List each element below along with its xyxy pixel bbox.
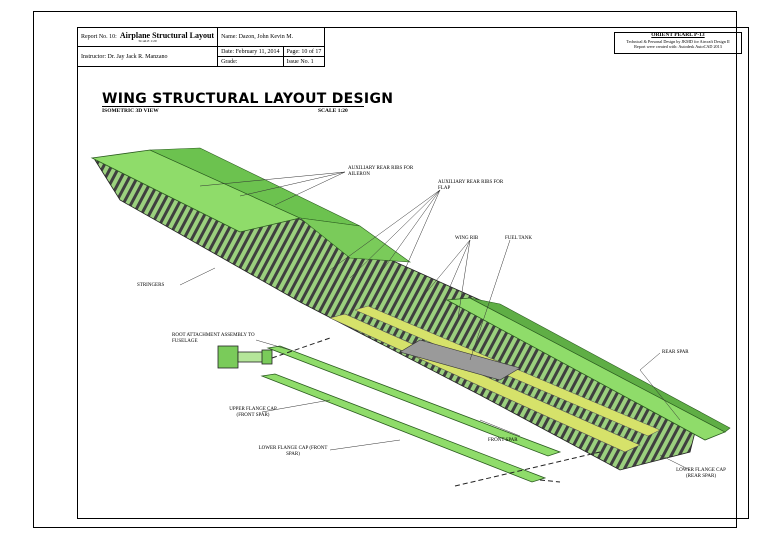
label-root-attachment: ROOT ATTACHMENT ASSEMBLY TO FUSELAGE xyxy=(172,333,255,344)
label-rear-spar: REAR SPAR xyxy=(662,350,689,355)
label-stringers: STRINGERS xyxy=(137,283,165,288)
report-no-label: Report No. 10: xyxy=(81,34,117,40)
trailing-edge-strip xyxy=(298,217,412,263)
brand-line-2: Report were created with: Autodesk AutoC… xyxy=(634,44,722,49)
title-underline xyxy=(102,106,364,107)
brand-box: ORIENT PEARL P-13 Technical & Personal D… xyxy=(614,32,742,54)
label-fuel-tank: FUEL TANK xyxy=(505,236,532,241)
report-scale: SCALE 1:20 xyxy=(138,39,157,43)
fuel-tank xyxy=(399,339,521,381)
drawing-title: WING STRUCTURAL LAYOUT DESIGN xyxy=(102,91,394,107)
brand-line-1: Technical & Personal Design by JKMD for … xyxy=(626,38,730,44)
label-aux-rear-ribs-flap: AUXILIARY REAR RIBS FOR FLAP xyxy=(438,180,504,191)
brand-title: ORIENT PEARL P-13 xyxy=(651,32,705,38)
assembly-lines xyxy=(271,337,601,487)
view-label: ISOMETRIC 3D VIEW xyxy=(102,108,159,114)
root-attachment xyxy=(217,345,273,369)
leader-lines xyxy=(179,171,691,471)
label-lower-flange-cap-front: LOWER FLANGE CAP (FRONT SPAR) xyxy=(258,446,328,457)
label-wing-rib: WING RIB xyxy=(455,236,479,241)
report-title: Airplane Structural Layout xyxy=(119,31,215,40)
label-front-spar: FRONT SPAR xyxy=(488,438,518,443)
label-lower-flange-cap-rear: LOWER FLANGE CAP (REAR SPAR) xyxy=(676,468,726,479)
grade-field: Grade: xyxy=(217,56,284,67)
label-upper-flange-cap: UPPER FLANGE CAP (FRONT SPAR) xyxy=(229,407,277,418)
drawing-border xyxy=(77,27,749,519)
label-aux-rear-ribs-aileron: AUXILIARY REAR RIBS FOR AILERON xyxy=(348,166,414,177)
scale-label: SCALE 1:20 xyxy=(318,108,348,114)
lower-flange-cap-front xyxy=(260,373,547,483)
title-block: Report No. 10: Airplane Structural Layou… xyxy=(76,27,326,67)
rear-spar-panel-2 xyxy=(469,297,731,433)
upper-flange-cap xyxy=(266,345,562,457)
issue-number: Issue No. 1 xyxy=(282,56,326,67)
